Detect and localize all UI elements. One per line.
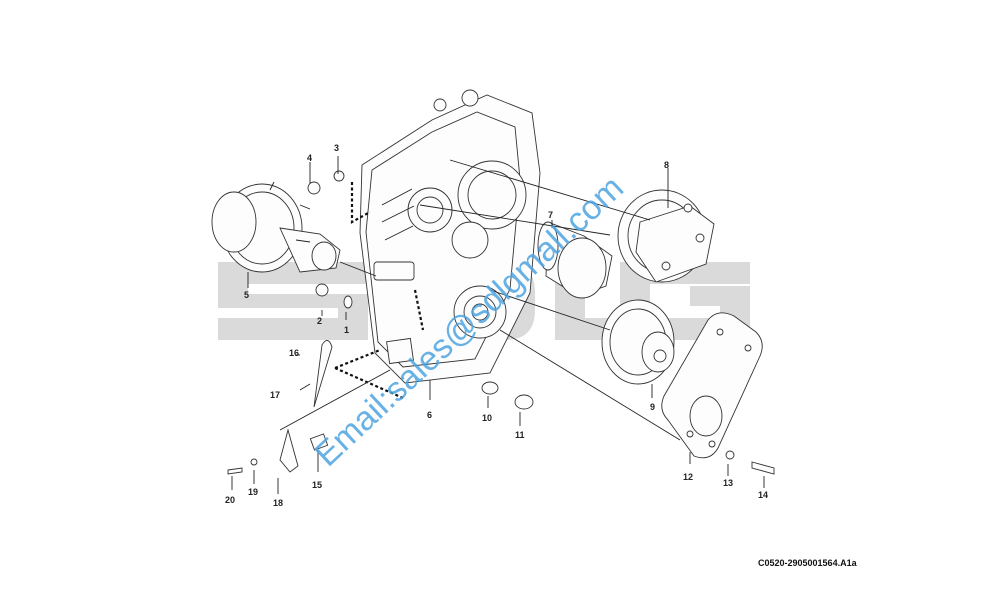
callout-7: 7 xyxy=(548,210,553,220)
callout-12: 12 xyxy=(683,472,693,482)
callout-19: 19 xyxy=(248,487,258,497)
callout-8: 8 xyxy=(664,160,669,170)
leader-lines xyxy=(231,156,765,494)
callout-20: 20 xyxy=(225,495,235,505)
callout-4: 4 xyxy=(307,153,312,163)
callout-18: 18 xyxy=(273,498,283,508)
callout-11: 11 xyxy=(515,430,525,440)
figure-id: C0520-2905001564.A1a xyxy=(758,558,858,568)
callout-9: 9 xyxy=(650,402,655,412)
callout-1: 1 xyxy=(344,325,349,335)
drive-gear-flange xyxy=(617,189,715,283)
callout-15: 15 xyxy=(312,480,322,490)
gasket-outline-lower xyxy=(334,348,404,400)
idler-gear xyxy=(601,299,675,385)
output-gear-shaft xyxy=(211,181,341,273)
gasket-outline-center xyxy=(413,289,425,331)
gasket-outline-upper xyxy=(350,182,371,224)
callout-17: 17 xyxy=(270,390,280,400)
small-parts xyxy=(227,170,775,475)
callout-5: 5 xyxy=(244,290,249,300)
callout-labels: 1 2 3 4 5 6 7 8 9 10 11 12 13 14 15 16 1… xyxy=(225,143,768,508)
callout-13: 13 xyxy=(723,478,733,488)
callout-6: 6 xyxy=(427,410,432,420)
cover-plate xyxy=(661,312,763,459)
callout-16: 16 xyxy=(289,348,299,358)
callout-3: 3 xyxy=(334,143,339,153)
callout-14: 14 xyxy=(758,490,768,500)
callout-2: 2 xyxy=(317,316,322,326)
pinion-gear xyxy=(537,221,613,299)
callout-10: 10 xyxy=(482,413,492,423)
